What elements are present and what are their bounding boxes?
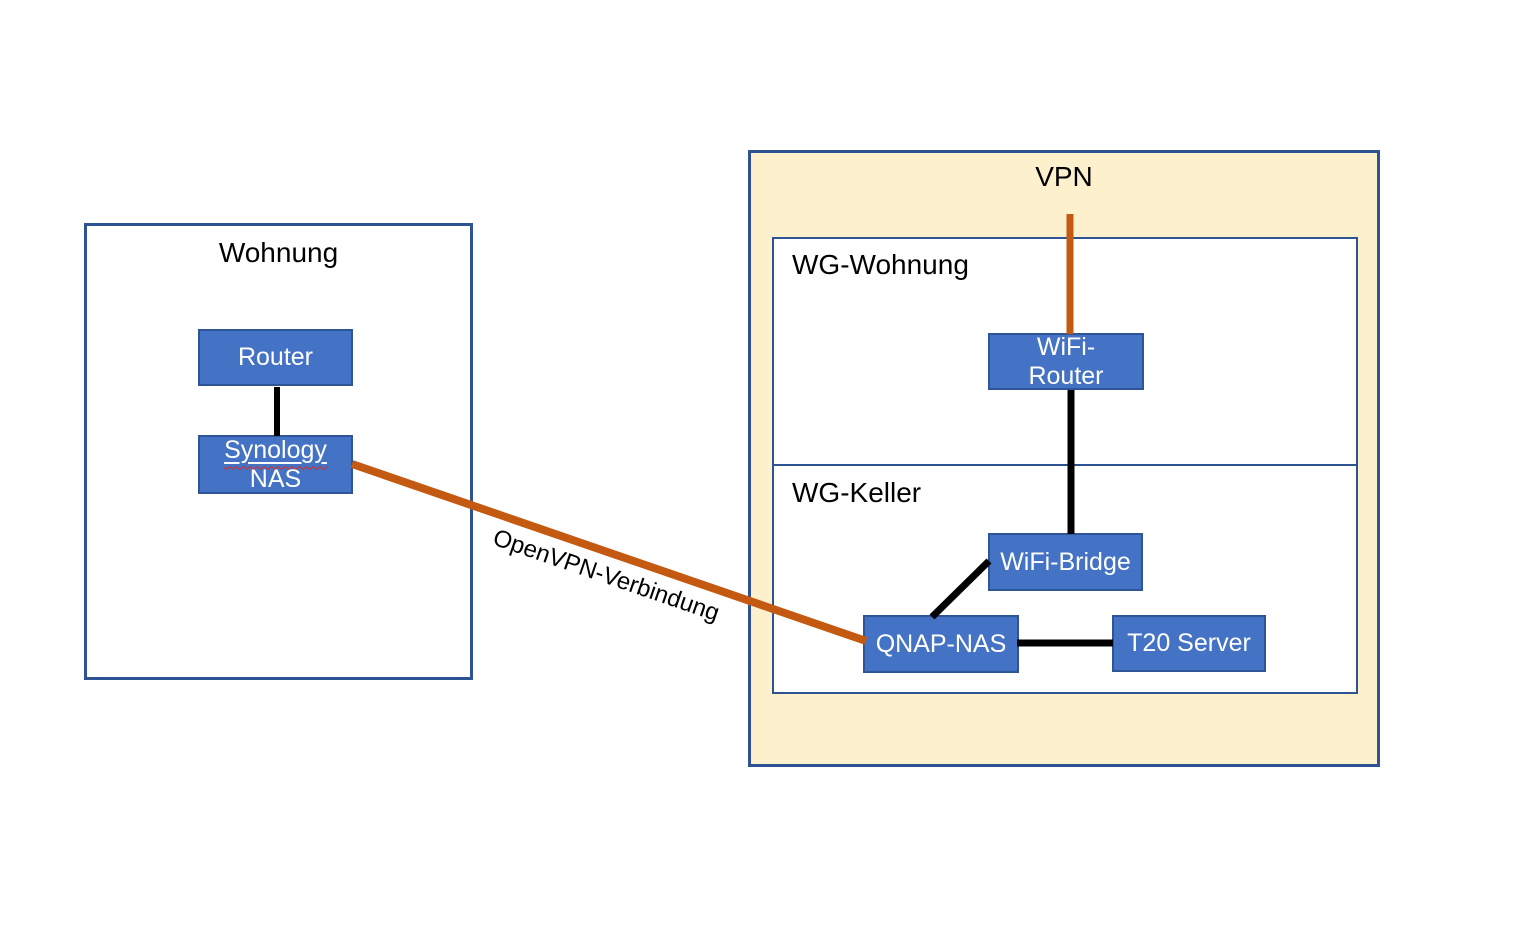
node-qnap-nas: QNAP-NAS	[863, 615, 1019, 673]
node-t20-server: T20 Server	[1112, 615, 1266, 672]
vpn-title: VPN	[1035, 161, 1093, 192]
node-router-label: Router	[237, 343, 314, 371]
wohnung-title: Wohnung	[218, 237, 339, 268]
openvpn-connection-label: OpenVPN-Verbindung	[489, 524, 723, 627]
node-wifi-router: WiFi- Router	[988, 333, 1144, 390]
node-synology-line1: Synology	[224, 436, 327, 465]
node-wifi-bridge-label: WiFi-Bridge	[1000, 547, 1131, 576]
synology-misspelling-squiggle: Synology	[224, 435, 327, 464]
node-synology-line2: NAS	[249, 464, 302, 493]
node-t20-server-label: T20 Server	[1127, 629, 1251, 657]
node-wifi-router-line1: WiFi-	[1036, 332, 1096, 361]
node-router: Router	[198, 329, 353, 386]
node-qnap-nas-label: QNAP-NAS	[875, 629, 1007, 658]
node-wifi-router-line2: Router	[1028, 361, 1104, 390]
wg-keller-title: WG-Keller	[792, 477, 922, 508]
wg-wohnung-title: WG-Wohnung	[792, 249, 969, 280]
node-wifi-bridge: WiFi-Bridge	[988, 533, 1143, 591]
node-synology-nas: Synology NAS	[198, 435, 353, 494]
